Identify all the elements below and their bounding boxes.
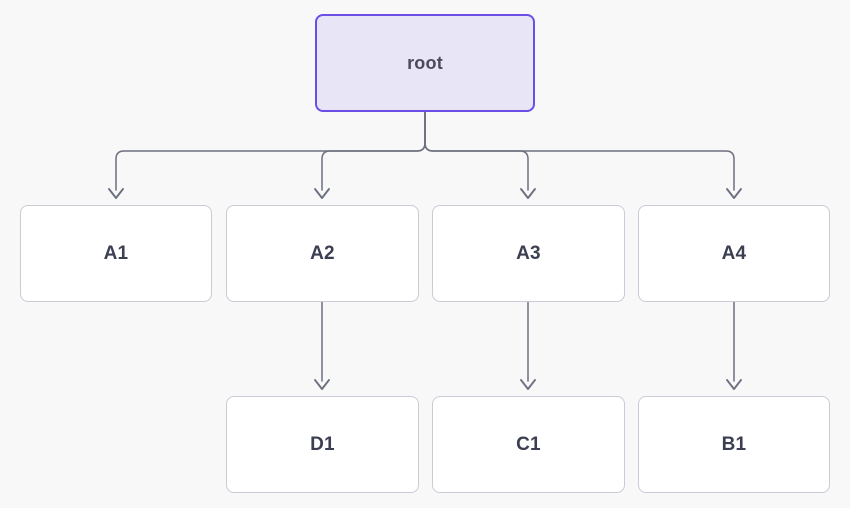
- node-c1[interactable]: C1: [432, 396, 625, 493]
- node-label: B1: [721, 434, 747, 455]
- arrowhead-icon: [314, 188, 330, 199]
- node-label: C1: [516, 434, 541, 455]
- node-label: D1: [310, 434, 335, 455]
- arrowhead-icon: [520, 379, 536, 390]
- node-label: A3: [516, 243, 541, 264]
- arrowhead-icon: [726, 188, 742, 199]
- arrowhead-icon: [520, 188, 536, 199]
- node-a4[interactable]: A4: [638, 205, 830, 302]
- node-b1[interactable]: B1: [638, 396, 830, 493]
- node-d1[interactable]: D1: [226, 396, 419, 493]
- node-a3[interactable]: A3: [432, 205, 625, 302]
- node-a2[interactable]: A2: [226, 205, 419, 302]
- edge-root-a4: [424, 111, 735, 191]
- edge-root-a1: [115, 111, 426, 191]
- node-a1[interactable]: A1: [20, 205, 212, 302]
- edge-root-a3: [424, 111, 529, 191]
- node-label: A2: [310, 243, 335, 264]
- node-root[interactable]: root: [315, 14, 535, 112]
- arrowhead-icon: [726, 379, 742, 390]
- arrowhead-icon: [108, 188, 124, 199]
- node-label: root: [407, 53, 443, 73]
- node-label: A4: [721, 243, 747, 264]
- arrowhead-icon: [314, 379, 330, 390]
- edge-root-a2: [321, 111, 426, 191]
- node-label: A1: [103, 243, 129, 264]
